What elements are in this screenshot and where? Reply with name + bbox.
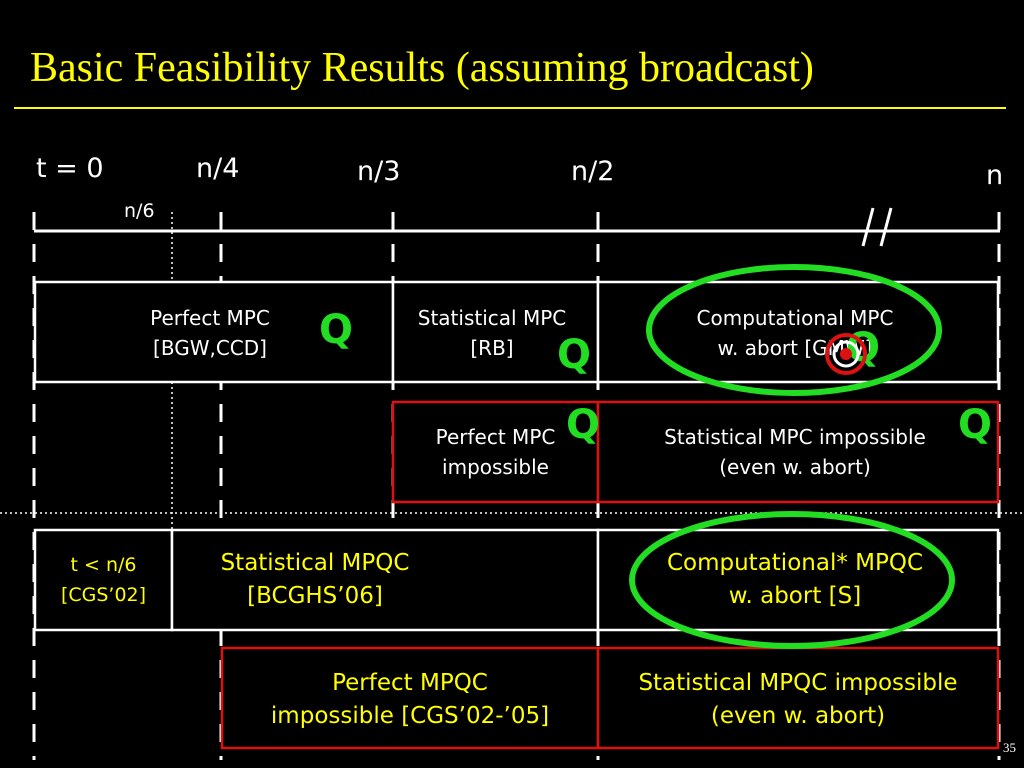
- axis-label-t0: t = 0: [36, 153, 104, 184]
- axis-label-n: n: [986, 160, 1004, 191]
- text-statistical-mpqc-impossible: Statistical MPQC impossible (even w. abo…: [638, 670, 958, 729]
- text-statistical-mpc-impossible: Statistical MPC impossible (even w. abor…: [664, 425, 926, 479]
- slide-title: Basic Feasibility Results (assuming broa…: [30, 45, 814, 91]
- q-marker-perfect-mpc-impossible: Q: [566, 402, 601, 448]
- box-statistical-mpc: [391, 280, 600, 384]
- box-perfect-mpqc-impossible: [220, 646, 600, 750]
- forbidden-icon: [825, 333, 867, 375]
- box-statistical-mpc-impossible: [596, 400, 1000, 504]
- q-marker-statistical-mpc-impossible: Q: [958, 402, 993, 448]
- text-statistical-mpc: Statistical MPC [RB]: [417, 306, 567, 360]
- text-computational-mpc: Computational MPC w. abort [GMW]: [696, 306, 894, 360]
- box-statistical-mpqc: [170, 528, 600, 632]
- axis-label-n4: n/4: [196, 153, 240, 184]
- box-statistical-mpqc-impossible: [596, 646, 1000, 750]
- box-cgs: [33, 528, 174, 632]
- text-computational-mpqc: Computational* MPQC w. abort [S]: [666, 550, 924, 609]
- text-perfect-mpc-impossible: Perfect MPC impossible: [435, 425, 556, 479]
- axis-label-n2: n/2: [571, 156, 615, 187]
- box-perfect-mpc: [33, 280, 395, 384]
- q-marker-statistical-mpc: Q: [557, 332, 592, 378]
- text-perfect-mpqc-impossible: Perfect MPQC impossible [CGS’02-’05]: [270, 670, 550, 729]
- axis-label-n6: n/6: [124, 200, 155, 222]
- title-underline: [14, 107, 1006, 109]
- axis-break-marks: [861, 207, 893, 247]
- axis-label-n3: n/3: [357, 156, 401, 187]
- highlight-ellipse-computational-mpqc: [629, 511, 955, 649]
- box-perfect-mpc-impossible: [391, 400, 600, 504]
- q-marker-perfect-mpc: Q: [319, 307, 354, 353]
- highlight-ellipse-computational-mpc: [646, 264, 942, 396]
- text-perfect-mpc: Perfect MPC [BGW,CCD]: [150, 306, 270, 360]
- text-statistical-mpqc: Statistical MPQC [BCGHS’06]: [220, 550, 410, 609]
- page-number: 35: [1003, 740, 1016, 755]
- text-cgs: t < n/6 [CGS’02]: [60, 554, 147, 606]
